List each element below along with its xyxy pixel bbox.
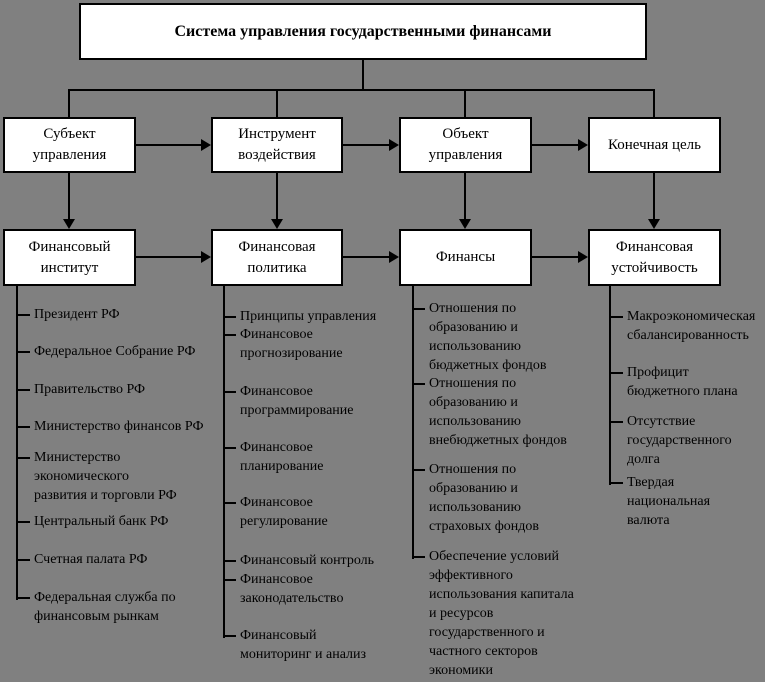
arrow-line: [276, 173, 278, 219]
arrow-line: [532, 144, 578, 146]
branch-tick: [223, 334, 236, 336]
branch-tick: [16, 559, 30, 561]
drop-line-3: [464, 89, 466, 117]
down-arrow-icon: [459, 219, 471, 229]
branch-tick: [16, 351, 30, 353]
arrow-line: [68, 173, 70, 219]
list-item: Финансовое планирование: [240, 440, 324, 474]
drop-line-2: [276, 89, 278, 117]
branch-tick: [412, 383, 425, 385]
branch-tick: [223, 391, 236, 393]
list-item: Финансовый мониторинг и анализ: [240, 628, 367, 662]
branch-tick: [223, 560, 236, 562]
list-item: Принципы управления: [240, 309, 377, 324]
box-label: Финансовый институт: [28, 238, 111, 276]
box-finances: Финансы: [399, 229, 532, 286]
list-item: Отношения по образованию и использованию…: [429, 301, 547, 373]
box-financial-institution: Финансовый институт: [3, 229, 136, 286]
list-item: Отношения по образованию и использованию…: [429, 462, 539, 534]
list-item: Финансовое законодательство: [240, 572, 344, 606]
list-stem-line: [609, 286, 611, 485]
branch-tick: [16, 314, 30, 316]
right-arrow-icon: [201, 251, 211, 263]
list-item: Финансовое прогнозирование: [240, 327, 343, 361]
arrow-line: [343, 256, 389, 258]
title-box: Система управления государственными фина…: [79, 3, 647, 60]
list-item: Обеспечение условий эффективного использ…: [429, 549, 574, 678]
branch-tick: [412, 556, 425, 558]
right-arrow-icon: [578, 139, 588, 151]
branch-tick: [609, 316, 623, 318]
drop-line-1: [68, 89, 70, 117]
list-item: Министерство финансов РФ: [34, 419, 204, 434]
arrow-line: [343, 144, 389, 146]
list-item: Отсутствие государственного долга: [627, 414, 732, 467]
list-item: Центральный банк РФ: [34, 514, 169, 529]
branch-tick: [609, 372, 623, 374]
list-item: Финансовое регулирование: [240, 495, 328, 529]
box-label: Финансы: [435, 249, 496, 265]
list-item: Отношения по образованию и использованию…: [429, 376, 567, 448]
distribution-line: [68, 89, 655, 91]
box-label: Объект управления: [428, 126, 503, 163]
box-final-goal: Конечная цель: [588, 117, 721, 173]
box-label: Инструмент воздействия: [238, 126, 316, 163]
down-arrow-icon: [271, 219, 283, 229]
list-item: Счетная палата РФ: [34, 552, 148, 567]
box-impact-instrument: Инструмент воздействия: [211, 117, 343, 173]
list-item: Правительство РФ: [34, 382, 146, 397]
branch-tick: [412, 469, 425, 471]
box-label: Финансовая политика: [238, 238, 316, 276]
right-arrow-icon: [578, 251, 588, 263]
branch-tick: [223, 447, 236, 449]
box-financial-policy: Финансовая политика: [211, 229, 343, 286]
right-arrow-icon: [201, 139, 211, 151]
branch-tick: [16, 426, 30, 428]
arrow-line: [136, 256, 201, 258]
branch-tick: [412, 308, 425, 310]
branch-tick: [223, 316, 236, 318]
branch-tick: [16, 521, 30, 523]
list-item: Федеральная служба по финансовым рынкам: [34, 590, 176, 624]
drop-line-4: [653, 89, 655, 117]
branch-tick: [16, 457, 30, 459]
box-label: Субъект управления: [32, 126, 107, 163]
title-stem-line: [362, 60, 364, 91]
branch-tick: [223, 579, 236, 581]
list-stem-line: [16, 286, 18, 600]
branch-tick: [223, 635, 236, 637]
box-management-subject: Субъект управления: [3, 117, 136, 173]
branch-tick: [609, 421, 623, 423]
list-item: Федеральное Собрание РФ: [34, 344, 196, 359]
box-label: Конечная цель: [608, 136, 701, 153]
list-item: Профицит бюджетного плана: [627, 365, 738, 399]
branch-tick: [223, 502, 236, 504]
arrow-line: [464, 173, 466, 219]
diagram-title: Система управления государственными фина…: [174, 22, 552, 40]
arrow-line: [532, 256, 578, 258]
down-arrow-icon: [63, 219, 75, 229]
down-arrow-icon: [648, 219, 660, 229]
branch-tick: [16, 597, 30, 599]
list-item: Финансовый контроль: [240, 553, 375, 568]
list-item: Финансовое программирование: [240, 384, 354, 418]
box-financial-stability: Финансовая устойчивость: [588, 229, 721, 286]
box-management-object: Объект управления: [399, 117, 532, 173]
list-stem-line: [223, 286, 225, 638]
list-item: Министерство экономического развития и т…: [34, 450, 177, 503]
right-arrow-icon: [389, 251, 399, 263]
right-arrow-icon: [389, 139, 399, 151]
arrow-line: [136, 144, 201, 146]
list-stem-line: [412, 286, 414, 559]
list-item: Твердая национальная валюта: [627, 475, 711, 528]
branch-tick: [609, 482, 623, 484]
arrow-line: [653, 173, 655, 219]
box-label: Финансовая устойчивость: [611, 238, 698, 276]
list-item: Макроэкономическая сбалансированность: [627, 309, 756, 343]
list-item: Президент РФ: [34, 307, 120, 322]
branch-tick: [16, 389, 30, 391]
